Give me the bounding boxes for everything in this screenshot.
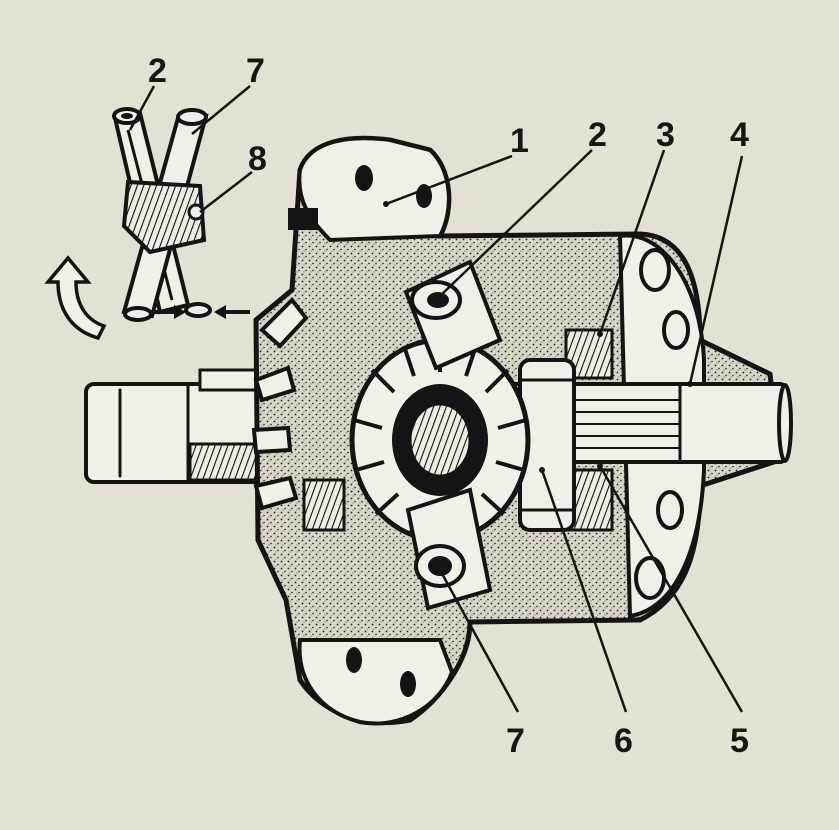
pin-8-hole [187,203,205,221]
end-cover-bolt [639,248,671,292]
cross-shaft-detail [44,107,250,341]
callout-8: 8 [248,140,267,178]
ring-gear-teeth [251,296,309,511]
flange-bolt-hole [355,165,373,191]
end-cover-bolt [662,310,690,350]
callout-7: 7 [506,722,525,760]
rotation-arrow [44,255,107,341]
differential-assembly [84,135,793,726]
flange-notch [288,208,318,230]
callout-7-detail: 7 [246,52,265,90]
leader-lines [128,85,744,713]
callout-5: 5 [730,722,749,760]
callout-4: 4 [730,116,749,154]
callout-1: 1 [510,122,529,160]
callout-6: 6 [614,722,633,760]
flange-bolt-hole [400,671,416,697]
leader-dots [383,201,693,573]
callout-3: 3 [656,116,675,154]
callout-2-detail: 2 [148,52,167,90]
bottom-flange [297,638,455,726]
pinion-shaft-2 [403,259,503,371]
end-cover-bolt [634,556,666,600]
pinion-shaft-7 [405,487,493,611]
flange-bolt-hole [346,647,362,673]
cross-shaft-collar [121,179,207,255]
callout-2: 2 [588,116,607,154]
end-cover-bolt [656,490,684,530]
compression-arrows [152,305,250,319]
